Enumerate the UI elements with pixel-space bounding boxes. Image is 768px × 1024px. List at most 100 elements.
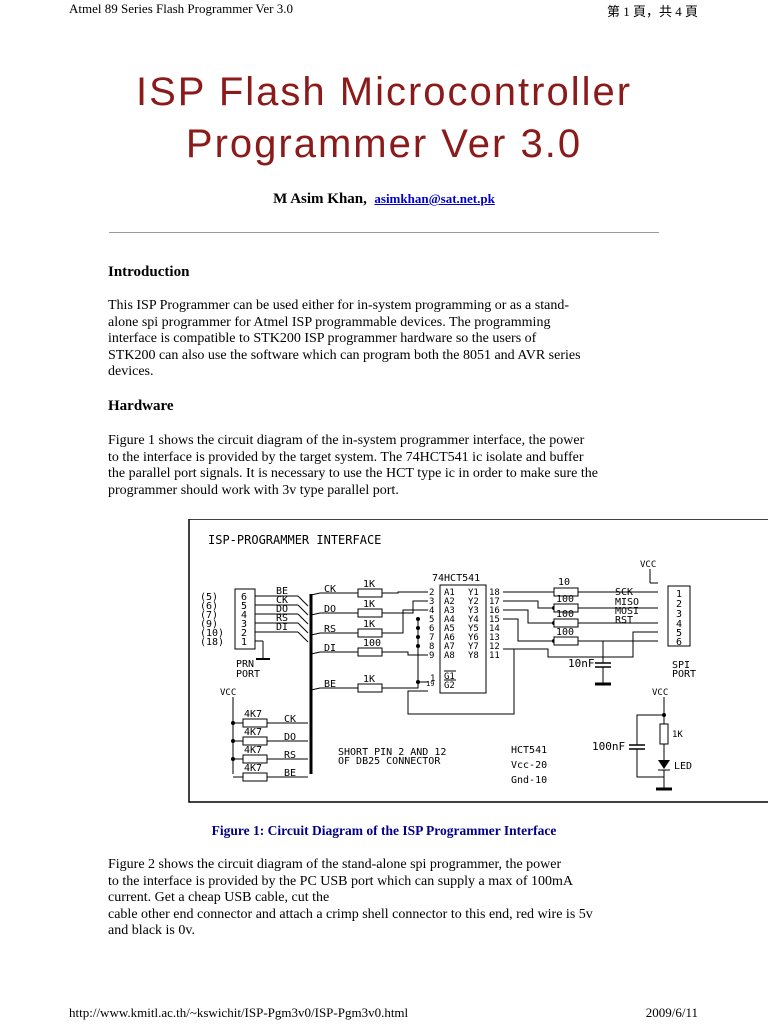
conn-pin: 4 <box>241 610 247 621</box>
input-resistor-label: 1K <box>363 619 375 630</box>
lpt-signal: DO <box>276 604 288 615</box>
lpt-pin-label: (7) <box>200 610 218 621</box>
svg-text:A8: A8 <box>444 651 455 661</box>
lpt-pin-label: (9) <box>200 619 218 630</box>
svg-text:A5: A5 <box>444 624 455 634</box>
svg-text:2: 2 <box>676 599 682 610</box>
lpt-pin-label: (5) <box>200 592 218 603</box>
svg-text:3: 3 <box>429 597 434 607</box>
svg-text:Y2: Y2 <box>468 597 479 607</box>
svg-text:4: 4 <box>429 606 434 616</box>
led-label: LED <box>674 761 692 772</box>
hardware-paragraph: Figure 1 shows the circuit diagram of th… <box>108 433 598 498</box>
pullup-signal: RS <box>284 750 296 761</box>
page-title-line2: Programmer Ver 3.0 <box>185 122 583 166</box>
svg-text:G2: G2 <box>444 681 455 691</box>
vcc-label: VCC <box>652 688 668 698</box>
pullup-signal: DO <box>284 732 296 743</box>
power-note: Vcc-20 <box>511 760 547 771</box>
circuit-diagram: ISP-PROGRAMMER INTERFACE (5) (6) (7) (9)… <box>188 519 768 803</box>
spi-signal: MOSI <box>615 606 639 617</box>
bus-label: DI <box>324 643 336 654</box>
svg-text:Y1: Y1 <box>468 588 479 598</box>
figure-caption: Figure 1: Circuit Diagram of the ISP Pro… <box>211 823 557 838</box>
note-line: SHORT PIN 2 AND 12 <box>338 747 446 758</box>
output-resistor-label: 100 <box>556 627 574 638</box>
lpt-signal: BE <box>276 586 288 597</box>
spi-signal: SCK <box>615 587 633 598</box>
divider <box>109 232 659 233</box>
prn-label: PRN <box>236 659 254 670</box>
input-resistor-label: 1K <box>363 674 375 685</box>
svg-text:19: 19 <box>426 680 434 688</box>
conn-pin: 2 <box>241 628 247 639</box>
pullup-resistor-label: 4K7 <box>244 727 262 738</box>
svg-text:Y8: Y8 <box>468 651 479 661</box>
svg-text:Y4: Y4 <box>468 615 479 625</box>
led-resistor-label: 1K <box>672 730 683 740</box>
conn-pin: 5 <box>241 601 247 612</box>
header-doc-title: Atmel 89 Series Flash Programmer Ver 3.0 <box>69 1 293 16</box>
svg-text:11: 11 <box>489 651 500 661</box>
power-note: Gnd-10 <box>511 775 547 786</box>
svg-text:Y5: Y5 <box>468 624 479 634</box>
ic-74hct541 <box>439 584 487 694</box>
footer-date: 2009/6/11 <box>645 1005 698 1020</box>
footer-url: http://www.kmitl.ac.th/~kswichit/ISP-Pgm… <box>69 1005 409 1020</box>
figure2-paragraph: Figure 2 shows the circuit diagram of th… <box>108 857 593 939</box>
header-page-counter: 第 1 頁，共 4 頁 <box>606 4 698 19</box>
svg-text:8: 8 <box>429 642 434 652</box>
svg-text:4: 4 <box>676 619 682 630</box>
input-resistor-label: 1K <box>363 579 375 590</box>
svg-text:Y7: Y7 <box>468 642 479 652</box>
cap-100nf-label: 100nF <box>592 740 625 753</box>
svg-text:2: 2 <box>429 588 434 598</box>
lpt-pin-label: (10) <box>200 628 224 639</box>
conn-pin: 6 <box>241 592 247 603</box>
svg-text:A7: A7 <box>444 642 455 652</box>
vcc-label: VCC <box>640 560 656 570</box>
lpt-pin-label: (6) <box>200 601 218 612</box>
svg-text:9: 9 <box>429 651 434 661</box>
conn-pin: 1 <box>241 637 247 648</box>
lpt-pin-label: (18) <box>200 637 224 648</box>
svg-text:5: 5 <box>429 615 434 625</box>
input-resistor-label: 100 <box>363 638 381 649</box>
author-line: M Asim Khan, asimkhan@sat.net.pk <box>0 191 768 208</box>
svg-text:A1: A1 <box>444 588 455 598</box>
note-line: OF DB25 CONNECTOR <box>338 756 441 767</box>
bus-label: BE <box>324 679 336 690</box>
svg-text:14: 14 <box>489 624 500 634</box>
pullup-signal: BE <box>284 768 296 779</box>
svg-text:5: 5 <box>676 628 682 639</box>
intro-paragraph: This ISP Programmer can be used either f… <box>108 298 581 380</box>
heading-introduction: Introduction <box>108 264 190 280</box>
vcc-label: VCC <box>220 688 236 698</box>
svg-text:1: 1 <box>430 674 435 684</box>
svg-text:15: 15 <box>489 615 500 625</box>
svg-text:G1: G1 <box>444 672 455 682</box>
prn-connector <box>234 588 256 650</box>
author-name: M Asim Khan, <box>273 191 367 207</box>
svg-text:6: 6 <box>676 637 682 648</box>
pullup-resistor-label: 4K7 <box>244 763 262 774</box>
spi-connector <box>667 585 691 647</box>
spi-port-label: SPI <box>672 660 690 671</box>
lpt-signal: CK <box>276 595 288 606</box>
page-title-line1: ISP Flash Microcontroller <box>135 70 633 114</box>
svg-text:16: 16 <box>489 606 500 616</box>
svg-text:3: 3 <box>676 609 682 620</box>
bus-label: CK <box>324 584 336 595</box>
cap-10nf-label: 10nF <box>568 657 595 670</box>
ic-name: 74HCT541 <box>432 573 480 584</box>
bus-label: RS <box>324 624 336 635</box>
svg-text:6: 6 <box>429 624 434 634</box>
lpt-signal: RS <box>276 613 288 624</box>
author-email-link[interactable]: asimkhan@sat.net.pk <box>374 191 495 206</box>
svg-text:A6: A6 <box>444 633 455 643</box>
output-resistor-label: 100 <box>556 594 574 605</box>
pullup-signal: CK <box>284 714 296 725</box>
spi-port-label: PORT <box>672 669 696 680</box>
svg-text:12: 12 <box>489 642 500 652</box>
svg-text:A2: A2 <box>444 597 455 607</box>
